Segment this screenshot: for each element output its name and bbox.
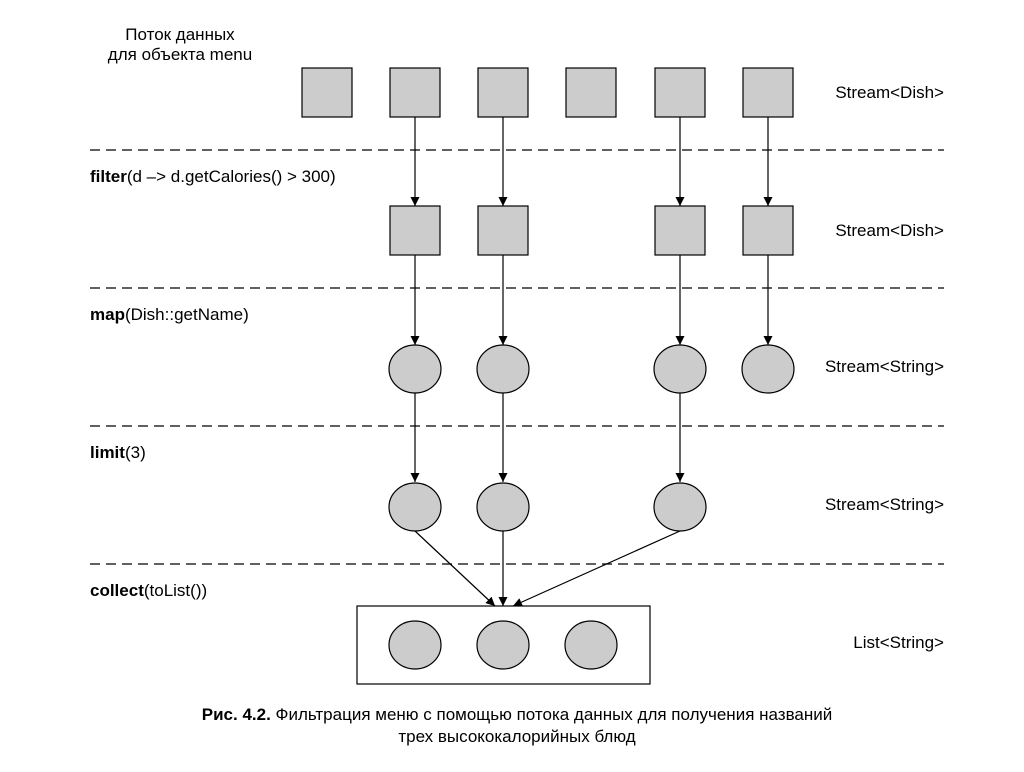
- stream-type-label: Stream<Dish>: [835, 221, 944, 240]
- operation-filter: filter(d –> d.getCalories() > 300): [90, 167, 336, 187]
- operation-limit: limit(3): [90, 443, 146, 463]
- operation-map-name: map: [90, 305, 125, 324]
- filtered-dish-square: [654, 205, 706, 256]
- filtered-dish-square: [477, 205, 529, 256]
- mapped-name-circle: [388, 344, 442, 394]
- operation-filter-args: (d –> d.getCalories() > 300): [126, 167, 336, 186]
- result-name-circle: [564, 620, 618, 670]
- mapped-name-circle: [741, 344, 795, 394]
- operation-collect-name: collect: [90, 581, 144, 600]
- operation-collect: collect(toList()): [90, 581, 207, 601]
- filtered-dish-square: [742, 205, 794, 256]
- source-label-line1: Поток данных: [125, 25, 235, 44]
- result-name-circle: [476, 620, 530, 670]
- result-name-circle: [388, 620, 442, 670]
- mapped-name-circle: [476, 344, 530, 394]
- source-label: Поток данных для объекта menu: [90, 25, 270, 65]
- caption-line2: трех высококалорийных блюд: [398, 727, 636, 746]
- stream-type-label: Stream<Dish>: [835, 83, 944, 102]
- stream-type-label: Stream<String>: [824, 357, 944, 376]
- source-dish-square: [654, 67, 706, 118]
- filtered-dish-square: [389, 205, 441, 256]
- limited-name-circle: [476, 482, 530, 532]
- stream-type-label: List<String>: [853, 633, 944, 652]
- source-dish-square: [389, 67, 441, 118]
- source-dish-square: [477, 67, 529, 118]
- operation-limit-args: (3): [124, 443, 146, 462]
- source-label-line2: для объекта menu: [107, 45, 253, 64]
- operation-collect-args: (toList()): [143, 581, 208, 600]
- operation-map: map(Dish::getName): [90, 305, 249, 325]
- operation-filter-name: filter: [90, 167, 127, 186]
- operation-map-args: (Dish::getName): [124, 305, 249, 324]
- caption-label: Рис. 4.2.: [201, 705, 271, 724]
- caption-text-1: Фильтрация меню с помощью потока данных …: [275, 705, 833, 724]
- stream-type-label: Stream<String>: [824, 495, 944, 514]
- figure-caption: Рис. 4.2. Фильтрация меню с помощью пото…: [0, 704, 1024, 748]
- arrow-collect-3: [512, 530, 681, 607]
- source-dish-square: [301, 67, 353, 118]
- caption-line1: Рис. 4.2. Фильтрация меню с помощью пото…: [0, 704, 1024, 726]
- source-dish-square: [742, 67, 794, 118]
- arrow-collect-1: [414, 530, 496, 607]
- source-dish-square: [565, 67, 617, 118]
- limited-name-circle: [388, 482, 442, 532]
- operation-limit-name: limit: [90, 443, 125, 462]
- mapped-name-circle: [653, 344, 707, 394]
- limited-name-circle: [653, 482, 707, 532]
